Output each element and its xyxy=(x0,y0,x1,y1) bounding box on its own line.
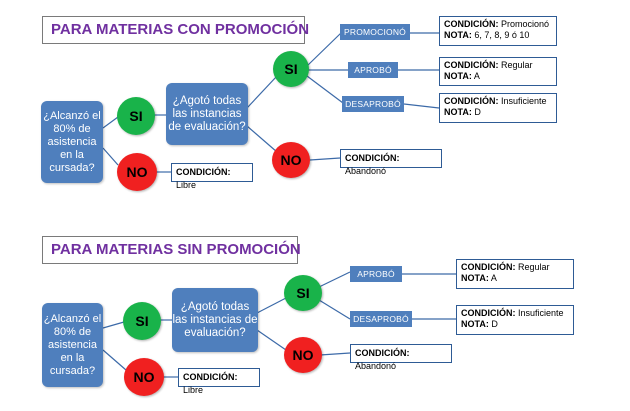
question-instancias-2: ¿Agotó todas las instancias de evaluació… xyxy=(172,288,258,352)
line-no-abandono xyxy=(309,157,341,161)
nota-value: A xyxy=(473,71,480,81)
title-sin-promocion: PARA MATERIAS SIN PROMOCIÓN xyxy=(42,236,301,264)
condicion-key: CONDICIÓN: xyxy=(176,167,231,177)
condicion-key: CONDICIÓN: xyxy=(355,348,410,358)
line2-q1-si xyxy=(102,321,125,329)
condicion-value: Libre xyxy=(183,385,204,395)
nota-key: NOTA: xyxy=(461,273,489,283)
condicion-value: Libre xyxy=(176,180,197,190)
si-circle-instancias: SI xyxy=(273,51,309,87)
condicion-key: CONDICIÓN: xyxy=(461,308,516,318)
nota-key: NOTA: xyxy=(444,71,472,81)
nota-value: A xyxy=(490,273,497,283)
no-circle-instancias-2: NO xyxy=(284,337,322,373)
condicion-key: CONDICIÓN: xyxy=(444,19,499,29)
result-libre-2: CONDICIÓN: Libre xyxy=(178,368,260,395)
label-aprobo-2: APROBÓ xyxy=(350,266,402,282)
nota-value: D xyxy=(474,107,481,117)
condicion-key: CONDICIÓN: xyxy=(461,262,516,272)
no-circle-asistencia-2: NO xyxy=(124,358,164,396)
condicion-key: CONDICIÓN: xyxy=(183,372,238,382)
line-q2-si xyxy=(246,75,278,109)
result-desaprobo: CONDICIÓN: Insuficiente NOTA: D xyxy=(439,93,557,123)
condicion-value: Abandonó xyxy=(355,361,397,371)
result-libre: CONDICIÓN: Libre xyxy=(171,163,253,190)
result-aprobo-2: CONDICIÓN: Regular NOTA: A xyxy=(456,259,574,289)
line-desaprobo-res xyxy=(403,103,440,109)
si-circle-asistencia-2: SI xyxy=(123,302,161,340)
condicion-value: Insuficiente xyxy=(501,96,547,106)
condicion-value: Insuficiente xyxy=(518,308,564,318)
nota-key: NOTA: xyxy=(444,107,472,117)
line2-q2-no xyxy=(256,329,287,351)
label-desaprobo: DESAPROBÓ xyxy=(342,96,404,112)
nota-key: NOTA: xyxy=(461,319,489,329)
line2-q2-si xyxy=(256,297,287,314)
line2-no-abandono xyxy=(319,352,351,356)
question-asistencia-2: ¿Alcanzó el 80% de asistencia en la curs… xyxy=(42,303,103,387)
line-si-promociono xyxy=(306,32,342,67)
line-si-desaprobo xyxy=(306,75,344,104)
nota-value: D xyxy=(491,319,498,329)
line2-q1-no xyxy=(102,349,127,371)
label-desaprobo-2: DESAPROBÓ xyxy=(350,311,412,327)
result-promociono: CONDICIÓN: Promocionó NOTA: 6, 7, 8, 9 ó… xyxy=(439,16,557,46)
condicion-value: Regular xyxy=(518,262,550,272)
line-q1-si xyxy=(102,116,119,129)
si-circle-asistencia: SI xyxy=(117,97,155,135)
label-promociono: PROMOCIONÓ xyxy=(340,24,410,40)
line-q1-no xyxy=(102,147,119,166)
condicion-value: Regular xyxy=(501,60,533,70)
no-circle-instancias: NO xyxy=(272,142,310,178)
condicion-key: CONDICIÓN: xyxy=(444,60,499,70)
title-con-promocion: PARA MATERIAS CON PROMOCIÓN xyxy=(42,16,309,44)
result-desaprobo-2: CONDICIÓN: Insuficiente NOTA: D xyxy=(456,305,574,335)
condicion-value: Promocionó xyxy=(501,19,550,29)
question-instancias: ¿Agotó todas las instancias de evaluació… xyxy=(166,83,248,145)
result-abandono-2: CONDICIÓN: Abandonó xyxy=(350,344,452,371)
line2-si-desaprobo xyxy=(318,299,351,320)
result-abandono: CONDICIÓN: Abandonó xyxy=(340,149,442,176)
result-aprobo: CONDICIÓN: Regular NOTA: A xyxy=(439,57,557,86)
label-aprobo: APROBÓ xyxy=(348,62,398,78)
si-circle-instancias-2: SI xyxy=(284,275,322,311)
line2-si-aprobo xyxy=(318,271,351,288)
condicion-value: Abandonó xyxy=(345,166,387,176)
question-asistencia: ¿Alcanzó el 80% de asistencia en la curs… xyxy=(41,101,103,183)
nota-key: NOTA: xyxy=(444,30,472,40)
condicion-key: CONDICIÓN: xyxy=(345,153,400,163)
nota-value: 6, 7, 8, 9 ó 10 xyxy=(474,30,530,40)
no-circle-asistencia: NO xyxy=(117,153,157,191)
line-q2-no xyxy=(246,125,278,153)
condicion-key: CONDICIÓN: xyxy=(444,96,499,106)
